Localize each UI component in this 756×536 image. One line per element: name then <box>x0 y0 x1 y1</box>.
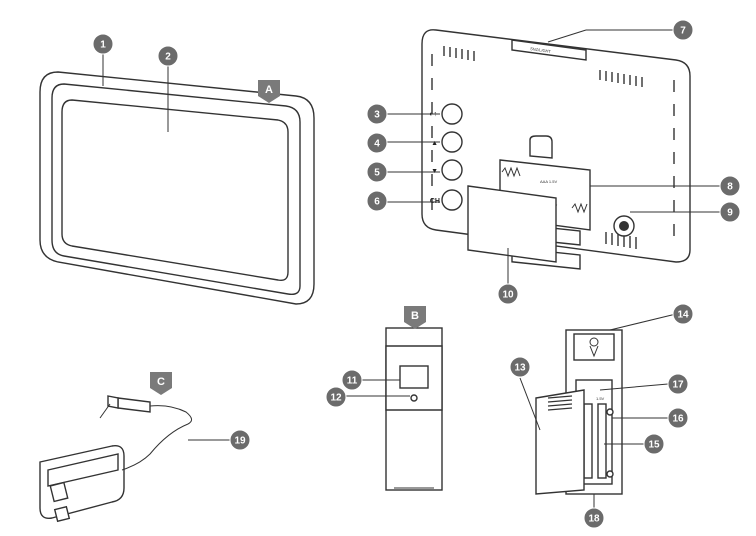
svg-text:19: 19 <box>234 436 246 447</box>
dc-jack-socket[interactable] <box>619 221 629 231</box>
section-b-letter: B <box>411 310 419 322</box>
svg-text:16: 16 <box>672 414 684 425</box>
adapter-prong-1 <box>49 481 69 503</box>
svg-text:13: 13 <box>514 363 526 374</box>
display-unit-back: SNZ/LIGHT <box>421 29 691 270</box>
sensor-led <box>410 394 418 402</box>
callout-2: 2 <box>157 45 179 67</box>
svg-text:3: 3 <box>374 110 380 121</box>
svg-text:7: 7 <box>680 26 686 37</box>
callout-18: 18 <box>583 507 605 529</box>
svg-text:14: 14 <box>677 310 689 321</box>
callout-1: 1 <box>92 33 114 55</box>
callout-7: 7 <box>672 19 694 41</box>
ac-adapter: C <box>39 372 192 523</box>
section-c-tag: C <box>150 372 172 395</box>
sensor-battery-2 <box>597 403 607 479</box>
button-1[interactable] <box>441 103 463 125</box>
button-up-label: ▲ <box>431 140 438 147</box>
svg-text:6: 6 <box>374 197 380 208</box>
svg-text:15: 15 <box>648 440 660 451</box>
sensor-battery-door[interactable] <box>535 389 585 495</box>
svg-text:2: 2 <box>165 52 171 63</box>
button-ch[interactable] <box>441 189 463 211</box>
callout-15: 15 <box>643 433 665 455</box>
svg-text:17: 17 <box>672 380 684 391</box>
callout-14: 14 <box>672 303 694 325</box>
svg-text:11: 11 <box>347 376 358 387</box>
callout-11: 11 <box>341 369 363 391</box>
section-b-tag: B <box>404 306 426 329</box>
snooze-light-label: SNZ/LIGHT <box>530 46 552 54</box>
battery-top-label: AAA 1.5V <box>540 179 557 184</box>
svg-text:4: 4 <box>374 139 380 150</box>
sensor-battery-1 <box>583 403 593 479</box>
callout-8: 8 <box>719 175 741 197</box>
adapter-prong-2 <box>53 505 71 523</box>
snooze-light-bar <box>511 39 587 61</box>
callout-4: 4 <box>366 132 388 154</box>
stand-hook <box>529 135 553 159</box>
button-down[interactable] <box>441 159 463 181</box>
callout-16: 16 <box>667 407 689 429</box>
sensor-battery-label: 1.5V <box>596 396 605 401</box>
sensor-display <box>399 365 429 389</box>
svg-text:8: 8 <box>727 182 733 193</box>
svg-text:9: 9 <box>727 208 733 219</box>
adapter-plug-tip <box>107 395 119 409</box>
callout-9: 9 <box>719 201 741 223</box>
callout-6: 6 <box>366 190 388 212</box>
adapter-face <box>47 453 119 487</box>
button-up[interactable] <box>441 131 463 153</box>
sensor-back: 1.5V <box>535 329 623 495</box>
svg-text:1: 1 <box>100 40 106 51</box>
callout-19: 19 <box>229 429 251 451</box>
callout-3: 3 <box>366 103 388 125</box>
svg-text:5: 5 <box>374 168 380 179</box>
display-screen <box>61 99 289 282</box>
callout-17: 17 <box>667 373 689 395</box>
section-a-letter: A <box>265 84 273 96</box>
adapter-plug-body <box>117 397 151 413</box>
section-a-tag: A <box>258 80 280 103</box>
svg-text:10: 10 <box>502 290 514 301</box>
display-unit-front: A <box>39 71 315 305</box>
callout-13: 13 <box>509 356 531 378</box>
callout-10: 10 <box>497 283 519 305</box>
battery-door[interactable] <box>467 185 557 263</box>
svg-text:18: 18 <box>588 514 600 525</box>
svg-text:12: 12 <box>330 393 342 404</box>
callout-12: 12 <box>325 386 347 408</box>
sensor-unit: B <box>385 306 443 491</box>
section-c-letter: C <box>157 376 165 388</box>
callout-5: 5 <box>366 161 388 183</box>
